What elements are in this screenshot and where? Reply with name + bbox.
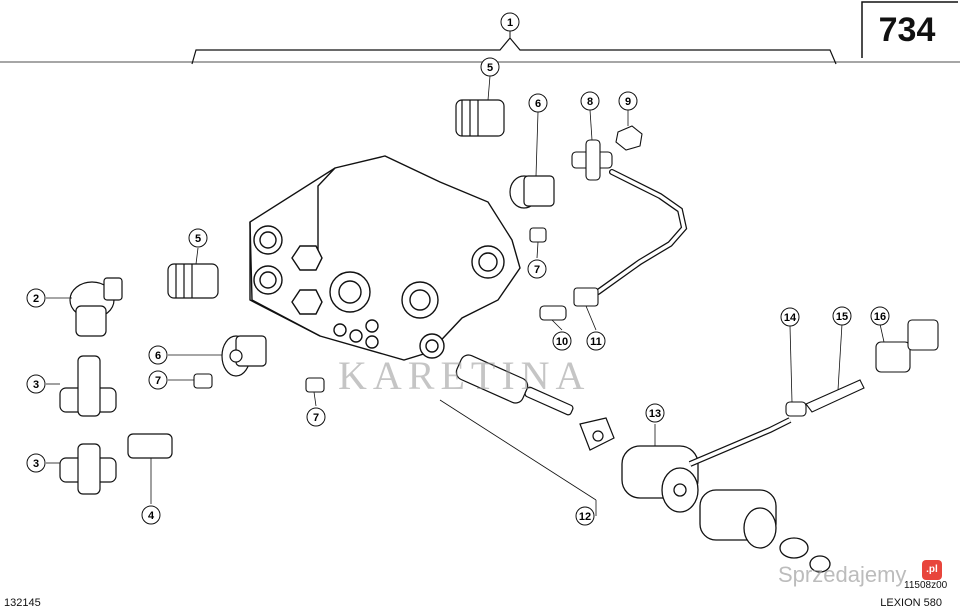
plug-6-top — [509, 175, 555, 209]
callout-bubbles: 1 5 6 8 9 7 10 11 5 2 6 7 7 3 3 4 12 13 … — [26, 12, 890, 526]
callout-13: 13 — [645, 403, 665, 423]
fitting-5-left — [167, 263, 219, 299]
svg-text:3: 3 — [33, 458, 39, 470]
plug-6-left — [221, 335, 267, 377]
callout-3a: 3 — [26, 374, 46, 394]
callout-5a: 5 — [480, 57, 500, 77]
svg-text:8: 8 — [587, 96, 593, 108]
svg-text:6: 6 — [155, 350, 161, 362]
svg-text:7: 7 — [155, 375, 161, 387]
fitting-5-top — [455, 99, 505, 137]
svg-text:7: 7 — [313, 412, 319, 424]
nut-11 — [573, 287, 599, 307]
svg-text:14: 14 — [784, 312, 797, 324]
callout-5b: 5 — [188, 228, 208, 248]
tee-3 — [59, 355, 117, 495]
callout-2: 2 — [26, 288, 46, 308]
fitting-10 — [539, 305, 567, 321]
svg-text:9: 9 — [625, 96, 631, 108]
svg-text:13: 13 — [649, 408, 661, 420]
callout-1: 1 — [500, 12, 520, 32]
svg-text:5: 5 — [195, 233, 201, 245]
svg-text:16: 16 — [874, 311, 886, 323]
svg-text:15: 15 — [836, 311, 848, 323]
svg-text:2: 2 — [33, 293, 39, 305]
callout-7b: 7 — [148, 370, 168, 390]
callout-4: 4 — [141, 505, 161, 525]
callout-14: 14 — [780, 307, 800, 327]
callout-11: 11 — [586, 331, 606, 351]
plug-7 — [193, 227, 547, 393]
watermark-site: Sprzedajemy — [778, 562, 907, 587]
elbow-2 — [69, 277, 123, 337]
svg-text:12: 12 — [579, 511, 591, 523]
connector-14-16 — [785, 319, 939, 417]
callout-6b: 6 — [148, 345, 168, 365]
svg-text:6: 6 — [535, 98, 541, 110]
callout-6a: 6 — [528, 93, 548, 113]
svg-text:4: 4 — [148, 510, 155, 522]
coil-13 — [621, 445, 831, 573]
watermark-badge: .pl — [922, 560, 942, 580]
page-number: 734 — [878, 11, 936, 49]
drawing-code: 11508z00 — [904, 580, 948, 591]
pipe — [595, 169, 688, 295]
footer-code: 132145 — [4, 597, 41, 609]
callout-8: 8 — [580, 91, 600, 111]
page-number-frame — [861, 1, 958, 58]
watermark-text: KARETINA — [338, 353, 591, 398]
callout-3b: 3 — [26, 453, 46, 473]
svg-text:3: 3 — [33, 379, 39, 391]
callout-16: 16 — [870, 306, 890, 326]
svg-text:7: 7 — [534, 264, 540, 276]
callout-7c: 7 — [306, 407, 326, 427]
fitting-4 — [127, 433, 173, 459]
callout-15: 15 — [832, 306, 852, 326]
callout-10: 10 — [552, 331, 572, 351]
svg-text:5: 5 — [487, 62, 493, 74]
callout-9: 9 — [618, 91, 638, 111]
assembly-bracket — [191, 37, 837, 65]
callout-12: 12 — [575, 506, 595, 526]
valve-block — [249, 155, 521, 361]
svg-text:10: 10 — [556, 336, 568, 348]
spool-12 — [455, 354, 615, 451]
callout-7a: 7 — [527, 259, 547, 279]
nut-9 — [615, 125, 643, 151]
footer-model: LEXION 580 — [880, 597, 942, 609]
tee-8 — [571, 139, 613, 181]
svg-text:11: 11 — [590, 336, 602, 348]
leader-lines — [46, 75, 885, 516]
svg-text:1: 1 — [507, 17, 513, 29]
